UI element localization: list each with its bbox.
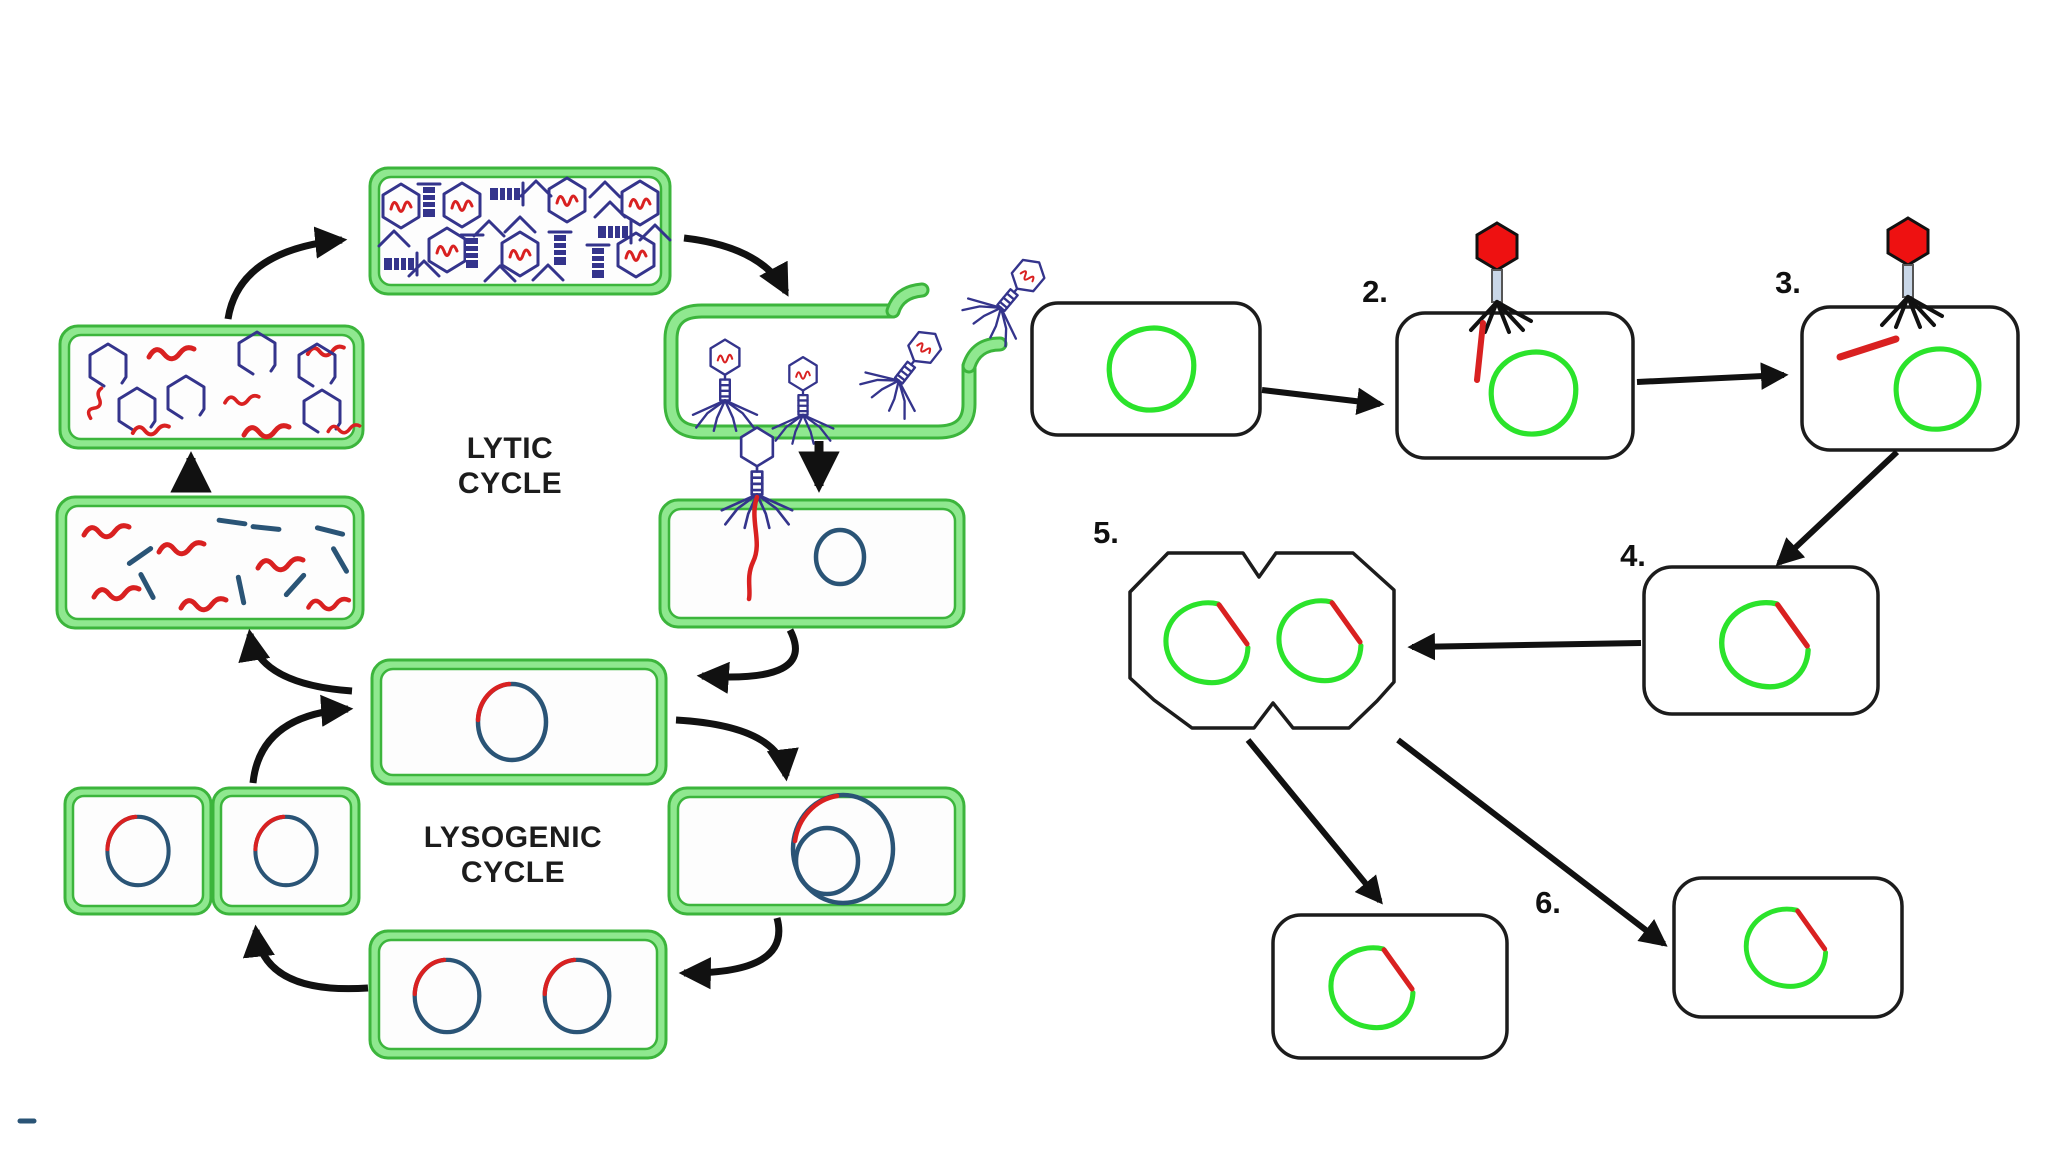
- lytic-cycle-label-line1: LYTIC: [467, 432, 553, 465]
- cell-step-4: 4.: [1620, 538, 1880, 716]
- cell-interior: [377, 938, 659, 1051]
- arrow-capsids-to-assembly: [224, 226, 348, 320]
- empty-capsid-icon: [739, 426, 775, 468]
- cell-interior: [219, 794, 353, 908]
- infection-steps-section: 2. 3. 4. 5.: [1030, 216, 2020, 1060]
- arrow-step4-to-step5: [1407, 632, 1642, 661]
- phage-dna-segment: [1836, 335, 1900, 361]
- cell-dna-replication: [55, 495, 365, 630]
- cell-capsids-and-viral-dna: [58, 324, 365, 450]
- prophage-segment: [792, 793, 840, 844]
- lytic-cycle-label-line2: CYCLE: [458, 467, 562, 500]
- injected-phage-dna: [1474, 320, 1486, 383]
- cell-adsorption-injection: [658, 426, 966, 629]
- step-label: 6.: [1535, 885, 1561, 920]
- cell-lysis-phage-release: [663, 242, 1063, 443]
- arrow-assembly-to-lysis: [683, 234, 790, 297]
- arrow-prophage-to-integration: [675, 716, 799, 782]
- bacterium-outline: [1395, 311, 1635, 460]
- cell-interior: [667, 507, 957, 620]
- integrated-prophage-icon: [790, 792, 896, 906]
- ruptured-cell-membrane: [663, 303, 977, 440]
- cell-prophage-integration: [667, 786, 966, 916]
- cell-step-2: 2.: [1362, 221, 1635, 460]
- membrane-flap-inner: [888, 285, 927, 316]
- cell-phage-part-assembly: [368, 166, 672, 296]
- dividing-bacterium-outline: [1128, 551, 1396, 730]
- dna-loop-icon: [793, 825, 861, 897]
- bacterium-outline: [1672, 876, 1904, 1019]
- cell-interior: [67, 333, 356, 441]
- bacterium-outline: [1642, 565, 1880, 716]
- arrow-step5-to-daughter-b: [1396, 737, 1668, 947]
- lysogenic-cycle-label-line2: CYCLE: [461, 856, 565, 889]
- arrow-prophage-to-lytic-induction: [238, 628, 353, 695]
- bacteriophage-icon: [693, 340, 757, 431]
- step-label: 3.: [1775, 265, 1801, 300]
- step-label: 2.: [1362, 274, 1388, 309]
- step-label: 5.: [1093, 515, 1119, 550]
- arrow-injection-to-prophage: [696, 628, 799, 694]
- cell-interior: [379, 667, 659, 777]
- cell-interior: [676, 795, 957, 907]
- cell-interior: [71, 794, 205, 908]
- arrow-replicated-to-daughters: [242, 924, 369, 993]
- host-dna-icon: [813, 527, 867, 587]
- bacterium-outline: [1271, 913, 1509, 1060]
- arrow-step2-to-step3: [1636, 362, 1789, 390]
- lytic-cycle-section: LYTIC CYCLE: [55, 166, 1063, 630]
- arrow-integration-to-replicated: [678, 917, 783, 990]
- arrow-daughters-to-prophage: [249, 694, 354, 784]
- arrow-step3-to-step4: [1775, 449, 1900, 567]
- lysogenic-cycle-section: LYSOGENIC CYCLE: [63, 628, 966, 1060]
- injected-dna-strand: [746, 494, 760, 602]
- arrow-step1-to-step2: [1261, 387, 1385, 415]
- cell-step-6a: [1271, 913, 1509, 1060]
- step-label: 4.: [1620, 538, 1646, 573]
- cell-daughter-cells: [63, 786, 361, 916]
- lysogenic-cycle-label-line1: LYSOGENIC: [424, 821, 602, 854]
- membrane-flap-inner: [964, 339, 1005, 371]
- cell-step-6b: 6.: [1535, 876, 1904, 1019]
- host-dna-icon: [790, 792, 896, 906]
- arrow-step5-to-daughter-a: [1245, 738, 1383, 905]
- cell-prophage-replicated: [368, 929, 668, 1060]
- bacteriophage-icon: [856, 315, 960, 423]
- bacterium-outline: [1800, 305, 2020, 452]
- ruptured-cell-membrane-inner: [666, 306, 974, 437]
- cell-step-1: [1030, 301, 1262, 437]
- cell-prophage: [370, 658, 668, 786]
- host-dna-fragment-icon: [253, 527, 279, 530]
- bacterium-outline: [1030, 301, 1262, 437]
- cell-step-5-dividing: 5.: [1093, 515, 1396, 730]
- cell-step-3: 3.: [1775, 216, 2020, 452]
